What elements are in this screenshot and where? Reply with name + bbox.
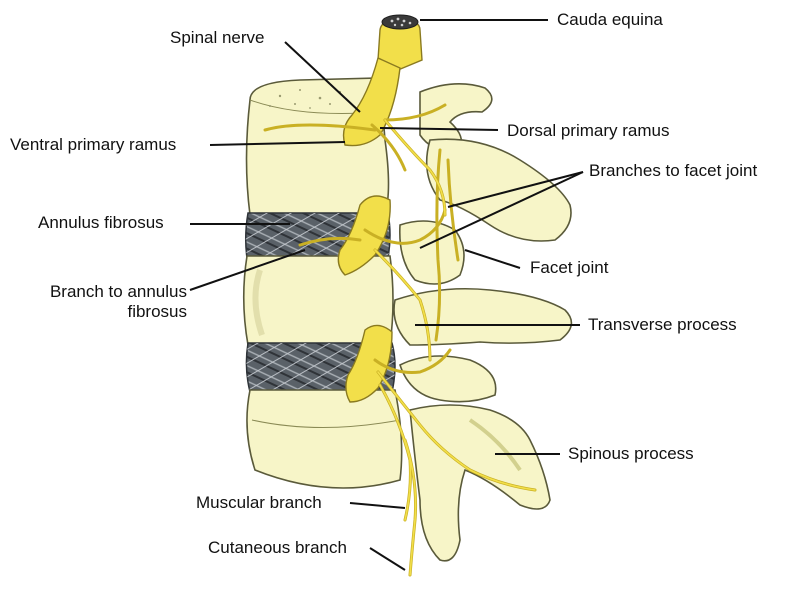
label-dorsal-primary-ramus: Dorsal primary ramus bbox=[507, 121, 669, 141]
label-branches-to-facet-joint: Branches to facet joint bbox=[589, 161, 757, 181]
leader-dorsal-ramus bbox=[380, 128, 498, 130]
label-spinous-process: Spinous process bbox=[568, 444, 694, 464]
middle-transverse-process bbox=[394, 289, 571, 345]
leader-cutaneous bbox=[370, 548, 405, 570]
label-annulus-fibrosus: Annulus fibrosus bbox=[38, 213, 164, 233]
label-muscular-branch: Muscular branch bbox=[196, 493, 322, 513]
posterior-elements bbox=[394, 84, 571, 561]
leader-facet-joint bbox=[465, 250, 520, 268]
label-branch-to-annulus-fibrosus: Branch to annulus fibrosus bbox=[12, 282, 187, 322]
leader-muscular bbox=[350, 503, 405, 508]
lower-articular-process bbox=[400, 356, 496, 402]
label-cauda-equina: Cauda equina bbox=[557, 10, 663, 30]
label-transverse-process: Transverse process bbox=[588, 315, 737, 335]
vertebral-bodies bbox=[244, 78, 402, 488]
label-ventral-primary-ramus: Ventral primary ramus bbox=[10, 135, 176, 155]
label-spinal-nerve: Spinal nerve bbox=[170, 28, 265, 48]
vertebral-body-lower bbox=[247, 390, 402, 488]
label-cutaneous-branch: Cutaneous branch bbox=[208, 538, 347, 558]
label-facet-joint: Facet joint bbox=[530, 258, 608, 278]
